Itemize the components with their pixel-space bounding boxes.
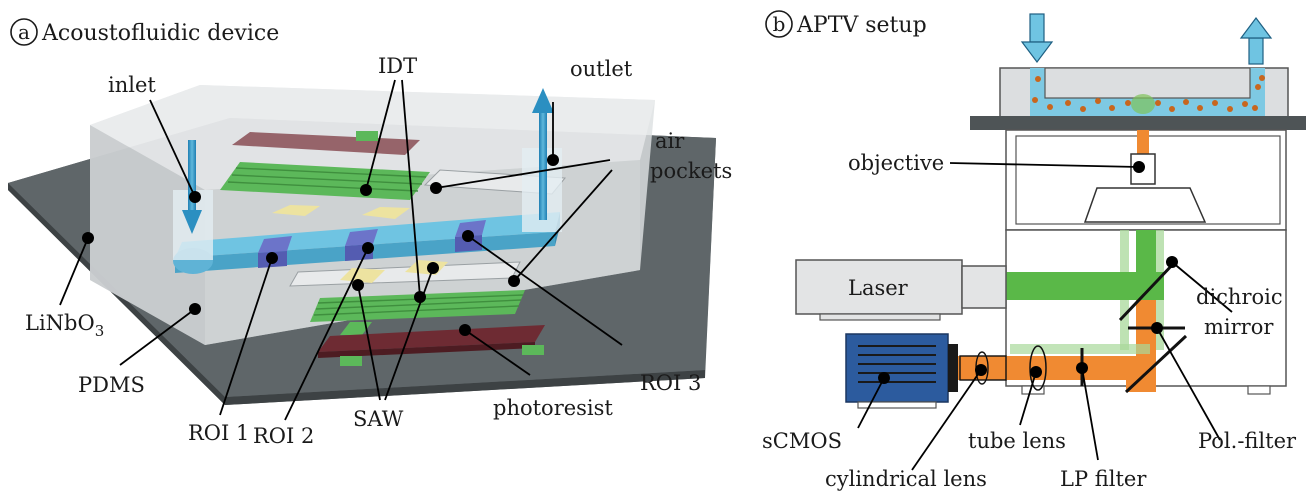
label-air-pockets-line1: air (655, 129, 685, 153)
label-inlet: inlet (108, 73, 156, 97)
laser (795, 259, 1007, 321)
scmos-camera (845, 333, 958, 409)
label-scmos: sCMOS (762, 429, 842, 453)
label-saw: SAW (353, 407, 404, 431)
label-roi1: ROI 1 (188, 421, 249, 445)
panel-b-dots (878, 161, 1178, 384)
upper-idt (220, 131, 430, 200)
beam-horizontal-green-top (1010, 344, 1150, 354)
label-laser: Laser (848, 276, 909, 300)
inlet-port (173, 140, 213, 260)
panel-b-title: APTV setup (796, 13, 927, 38)
panel-a: a Acoustofluidic device (8, 18, 732, 448)
label-air-pockets-line2: pockets (650, 159, 732, 183)
upper-saw-pad-2 (362, 207, 410, 219)
label-cylindrical-lens: cylindrical lens (825, 467, 987, 491)
foot-right (1247, 385, 1271, 395)
panel-b-marker: b (765, 10, 793, 38)
upper-photoresist (232, 132, 420, 155)
dichroic-mirror (1118, 260, 1177, 322)
label-pol-filter: Pol.-filter (1198, 429, 1297, 453)
label-pdms: PDMS (78, 373, 145, 397)
panel-b-marker-text: b (773, 12, 786, 36)
label-linbo3-main: LiNbO (25, 311, 95, 335)
panel-b-leaders (857, 162, 1233, 471)
acoustofluidic-chip (970, 67, 1306, 130)
label-idt: IDT (378, 54, 417, 78)
label-photoresist: photoresist (493, 396, 613, 420)
foot-left (1021, 385, 1045, 395)
laser-beam-up (1136, 230, 1156, 300)
label-linbo3-subscript: 3 (95, 322, 105, 340)
panel-a-leaders (59, 79, 623, 421)
lower-photoresist (318, 325, 545, 366)
label-linbo3: LiNbO3 (25, 311, 104, 340)
label-dichroic-line2: mirror (1204, 315, 1274, 339)
panel-b: b APTV setup (762, 10, 1306, 491)
panel-a-dots (82, 154, 559, 336)
label-roi2: ROI 2 (253, 424, 314, 448)
fold-mirror (1124, 334, 1188, 394)
panel-a-marker: a (10, 18, 38, 46)
lower-saw-pad-1 (340, 268, 385, 283)
label-tube-lens: tube lens (968, 429, 1066, 453)
label-dichroic-line1: dichroic (1196, 285, 1283, 309)
outflow-arrow (1239, 17, 1273, 65)
tube-lens (1029, 345, 1047, 391)
panel-a-marker-text: a (18, 20, 30, 44)
label-objective: objective (848, 151, 944, 175)
inflow-arrow (1020, 13, 1054, 63)
upper-saw-pad-1 (272, 205, 320, 216)
label-outlet: outlet (570, 57, 633, 81)
particles (1032, 75, 1265, 112)
focal-spot (1131, 94, 1155, 114)
label-roi3: ROI 3 (640, 371, 701, 395)
label-lp-filter: LP filter (1060, 467, 1147, 491)
panel-a-title: Acoustofluidic device (41, 21, 279, 46)
beam-above-objective (1137, 130, 1149, 156)
